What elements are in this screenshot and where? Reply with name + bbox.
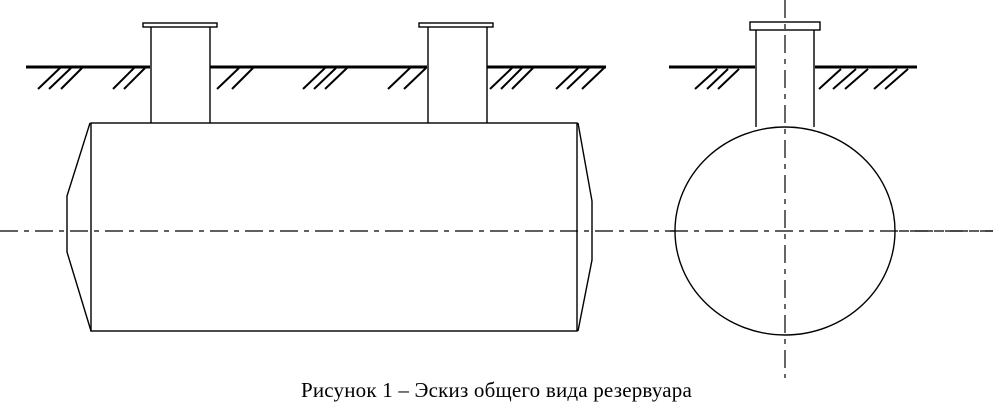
side-view xyxy=(26,22,606,332)
figure-caption: Рисунок 1 – Эскиз общего вида резервуара xyxy=(300,378,692,402)
tank-head-left xyxy=(66,122,92,332)
soil-hatching-side xyxy=(37,67,605,90)
nozzle-2-flange xyxy=(418,22,494,28)
end-view xyxy=(669,0,917,378)
nozzle-2 xyxy=(418,22,494,123)
nozzle-1-flange xyxy=(142,22,218,28)
tank-head-right xyxy=(577,122,593,332)
nozzle-1 xyxy=(142,22,218,123)
tank-shell xyxy=(90,122,578,332)
soil-hatching-end xyxy=(694,68,909,90)
